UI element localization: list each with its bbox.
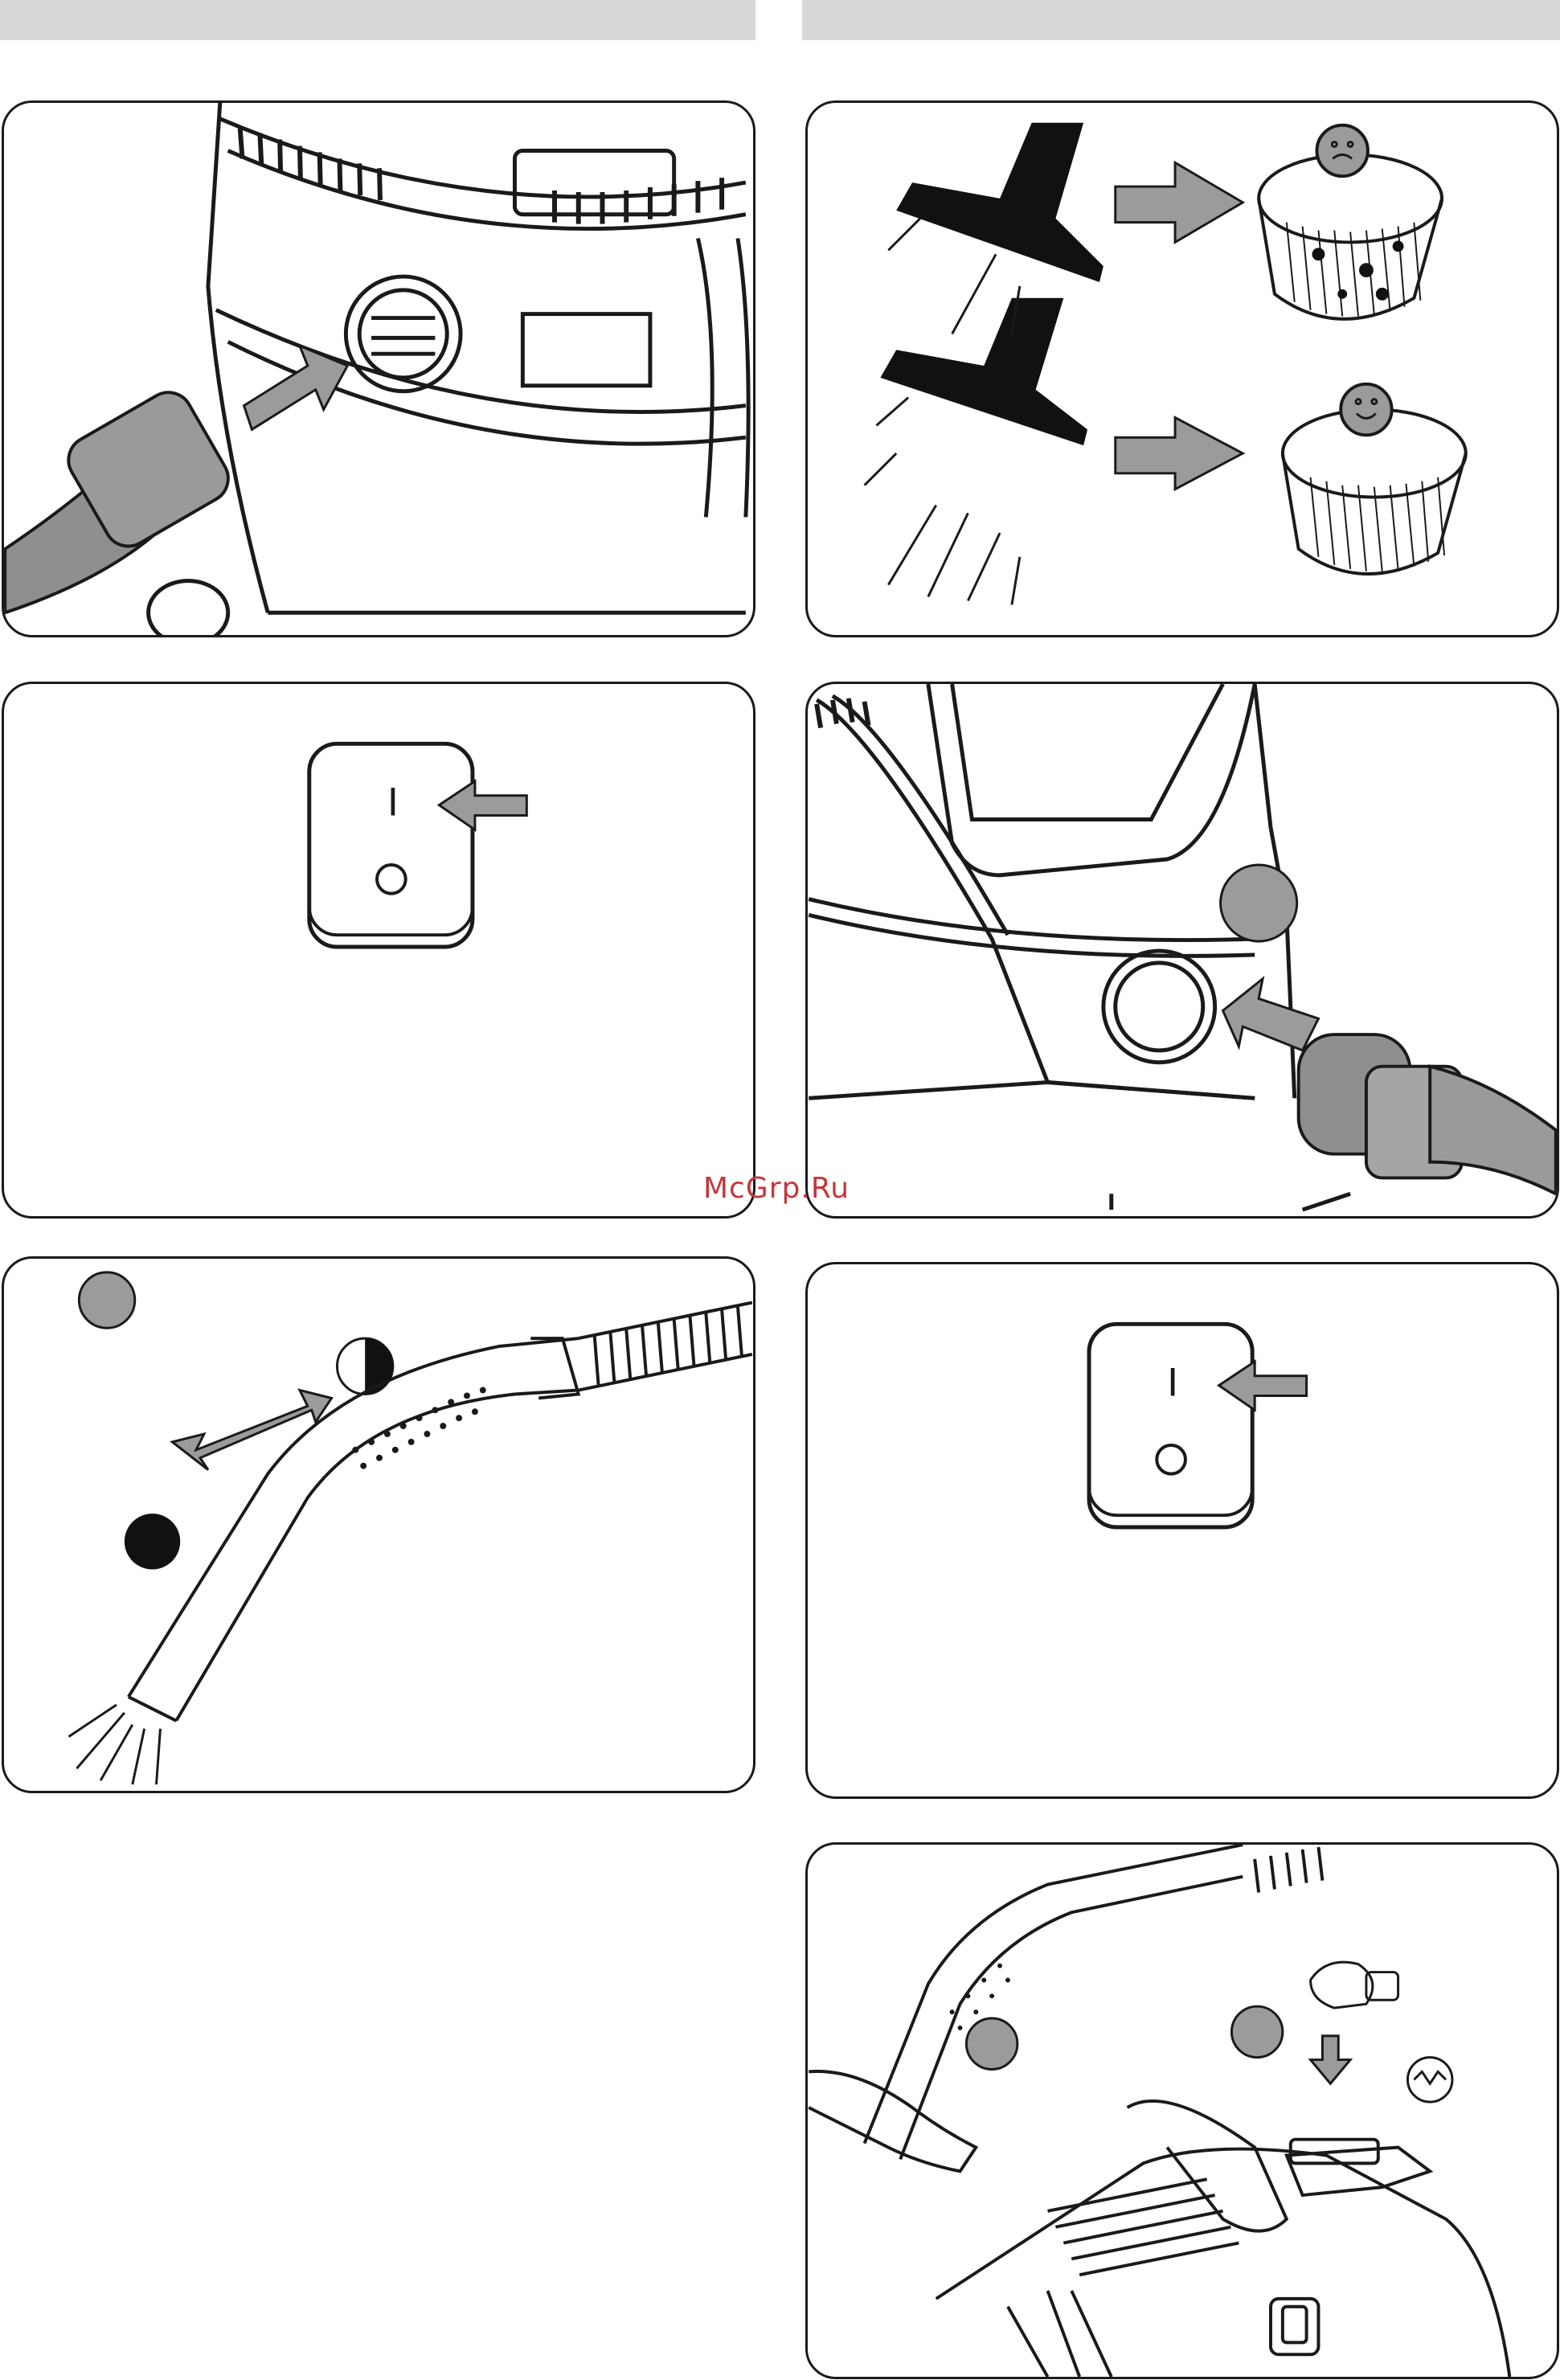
panel-hose-airflow-adjust [2, 1256, 755, 1793]
header-bar-left [0, 0, 755, 40]
panel-hose-connect-top [2, 100, 755, 637]
switch-mark-on: I [387, 781, 399, 825]
power-switch-icon: I [4, 684, 753, 1216]
panel-filter-comparison [805, 100, 1559, 637]
panel-power-switch-on-2: I [805, 1262, 1559, 1799]
indicator-dot-gray [79, 1272, 134, 1328]
header-bar-right [802, 0, 1560, 40]
watermark: McGrp.Ru [703, 1172, 850, 1205]
panel-blower-use [805, 1842, 1559, 2379]
indicator-dot-black [125, 1514, 180, 1569]
switch-mark-on: I [1167, 1362, 1178, 1406]
filter-clean-dirty-illustration [808, 103, 1557, 635]
vacuum-side-inlet-illustration [808, 684, 1557, 1216]
indicator-dot [1221, 865, 1297, 941]
power-switch-icon: I [808, 1264, 1557, 1796]
panel-power-switch-on: I [2, 682, 755, 1219]
indicator-dot-right [1231, 2006, 1282, 2057]
indicator-dot-left [966, 2018, 1017, 2069]
vacuum-hose-insert-illustration [4, 103, 753, 635]
hose-handle-airflow-illustration [4, 1259, 753, 1791]
panel-hose-connect-side [805, 682, 1559, 1219]
vacuum-blower-hand-illustration [808, 1845, 1557, 2377]
